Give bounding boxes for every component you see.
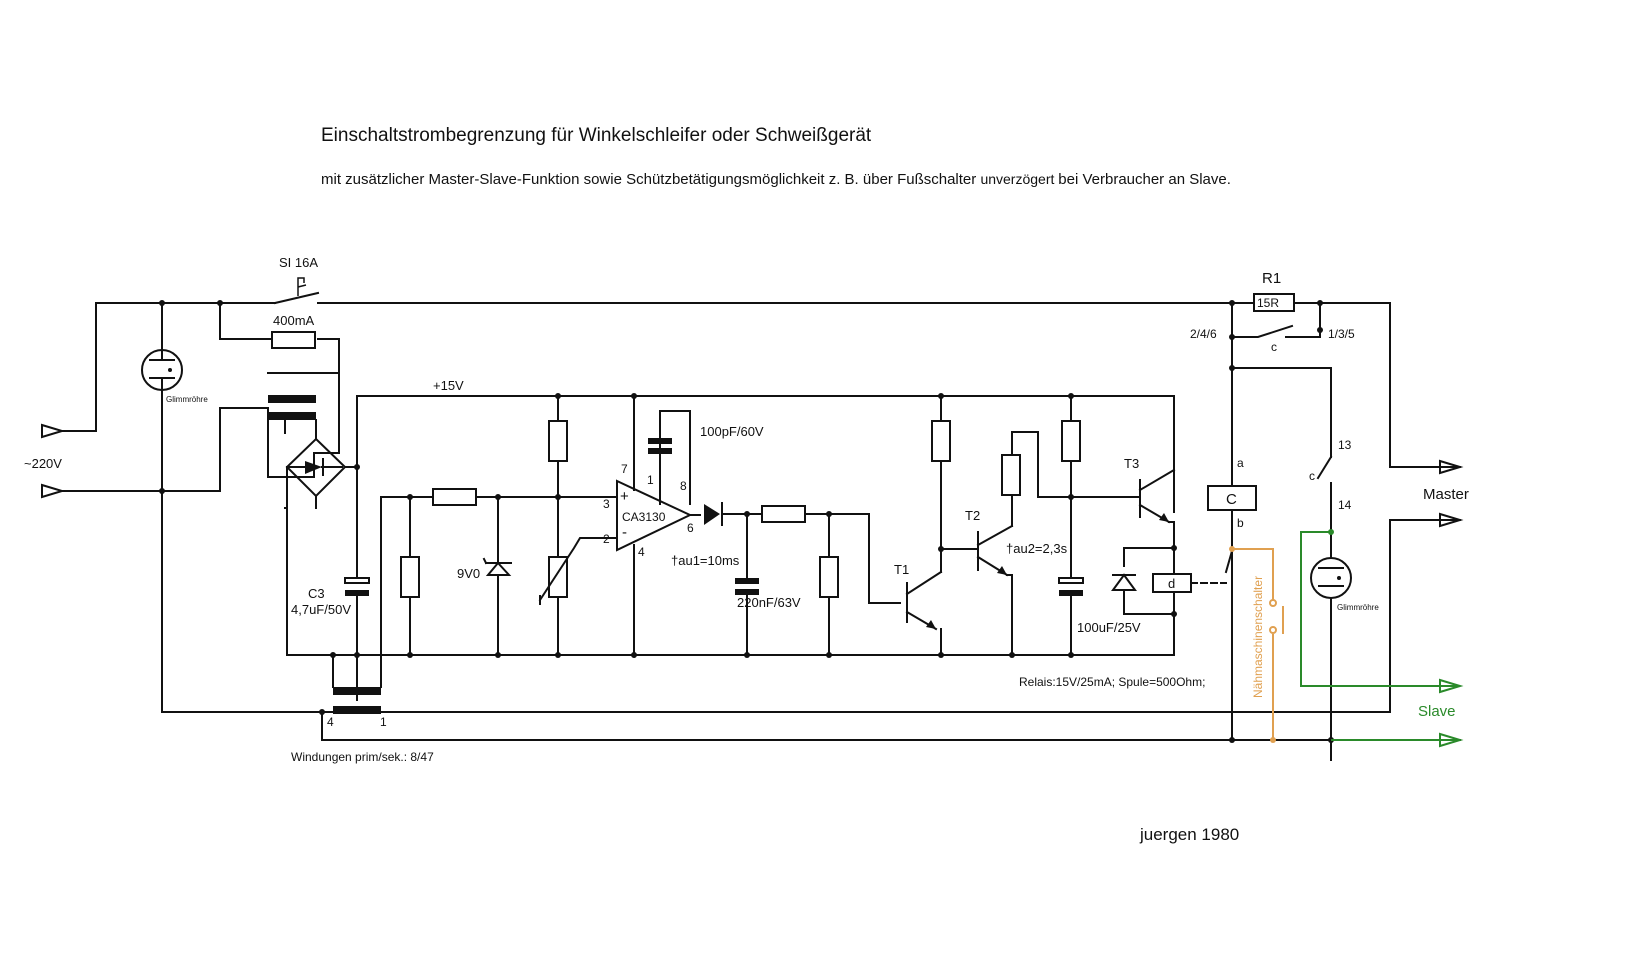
t2-label: T2 (965, 508, 980, 523)
relay-d-label: d (1168, 576, 1175, 591)
pin-1: 1 (647, 473, 654, 487)
cap-100uf-label: 100uF/25V (1077, 620, 1141, 635)
contact-c-label-right: c (1309, 469, 1315, 483)
main-fuse: SI 16A (273, 255, 320, 305)
rail-label: +15V (433, 378, 464, 393)
diagram-title: Einschaltstrombegrenzung für Winkelschle… (321, 125, 872, 146)
pin-6: 6 (687, 521, 694, 535)
contactor-section: 15R R1 2/4/6 1/3/5 c 13 14 c C a b (1190, 270, 1355, 761)
opamp-ca3130: CA3130 + - 3 2 7 1 8 6 4 100pF/60V (603, 395, 764, 656)
input-network: 9V0 (380, 395, 618, 656)
capacitor-c3: C3 4,7uF/50V (291, 567, 370, 701)
junction-dots (159, 300, 1177, 715)
r1-label: R1 (1262, 270, 1281, 287)
sewing-switch-label: Nähmaschinenschalter (1251, 576, 1265, 698)
current-transformer: 4 1 Windungen prim/sek.: 8/47 (291, 496, 434, 764)
small-fuse: 400mA (271, 313, 316, 349)
cap-220nf-label: 220nF/63V (737, 595, 801, 610)
slave-wiring: Slave (1300, 529, 1464, 748)
subtitle-part2: unverzögert (980, 171, 1058, 187)
ground-rail (286, 613, 1175, 656)
glow-tube-right-label: Glimmröhre (1337, 603, 1379, 612)
supply-rail: +15V (356, 378, 1175, 569)
glow-tube-left-label: Glimmröhre (166, 395, 208, 404)
fuse-main-label: SI 16A (279, 255, 318, 270)
subtitle-part1: mit zusätzlicher Master-Slave-Funktion s… (321, 171, 976, 188)
t3-label: T3 (1124, 456, 1139, 471)
t1-label: T1 (894, 562, 909, 577)
master-outputs: Master (1423, 459, 1469, 528)
bridge-rectifier (285, 419, 360, 656)
author-label: juergen 1980 (1139, 825, 1239, 844)
transistor-t3-stage: 100uF/25V T3 d Relais:15V/25mA; Spule=50… (1019, 395, 1227, 689)
c3-label: C3 (308, 586, 325, 601)
pin-4: 4 (638, 545, 645, 559)
tau1-label: †au1=10ms (671, 553, 740, 568)
pin-minus: - (622, 524, 627, 541)
pin-2: 2 (603, 532, 610, 546)
mains-wiring (61, 302, 1461, 741)
glow-tube-left: Glimmröhre (141, 349, 208, 404)
pin-7: 7 (621, 462, 628, 476)
contact-246-label: 2/4/6 (1190, 327, 1217, 341)
mains-in-label: ~220V (24, 456, 62, 471)
ct-1-label: 1 (380, 715, 387, 729)
diagram-subtitle: mit zusätzlicher Master-Slave-Funktion s… (321, 171, 1231, 188)
fuse-small-label: 400mA (273, 313, 315, 328)
r1-value-label: 15R (1257, 296, 1279, 310)
coil-a-label: a (1237, 456, 1244, 470)
pin-8: 8 (680, 479, 687, 493)
glow-tube-right: Glimmröhre (1310, 557, 1379, 612)
relay-info-label: Relais:15V/25mA; Spule=500Ohm; (1019, 675, 1205, 689)
slave-label: Slave (1418, 703, 1456, 720)
pin-13-label: 13 (1338, 438, 1352, 452)
opamp-label: CA3130 (622, 510, 666, 524)
master-label: Master (1423, 486, 1469, 503)
transistor-t2-stage: T2 †au2=2,3s (931, 395, 1141, 656)
sewing-machine-switch: Nähmaschinenschalter (1229, 546, 1284, 743)
mains-input: ~220V (24, 423, 66, 499)
subtitle-part3: bei Verbraucher an Slave. (1058, 171, 1231, 188)
coil-b-label: b (1237, 516, 1244, 530)
c3-value-label: 4,7uF/50V (291, 602, 351, 617)
tau2-label: †au2=2,3s (1006, 541, 1068, 556)
contact-135-label: 1/3/5 (1328, 327, 1355, 341)
timing-stage-1: †au1=10ms 220nF/63V (671, 502, 901, 656)
contact-c-label-top: c (1271, 340, 1277, 354)
transistor-t1: T1 (894, 548, 943, 656)
windings-label: Windungen prim/sek.: 8/47 (291, 750, 434, 764)
coil-c-label: C (1226, 491, 1237, 508)
pin-14-label: 14 (1338, 498, 1352, 512)
cap-100pf-label: 100pF/60V (700, 424, 764, 439)
ct-4-label: 4 (327, 715, 334, 729)
pin-3: 3 (603, 497, 610, 511)
transformer (268, 395, 316, 509)
zener-label: 9V0 (457, 566, 480, 581)
pin-plus: + (620, 488, 629, 505)
